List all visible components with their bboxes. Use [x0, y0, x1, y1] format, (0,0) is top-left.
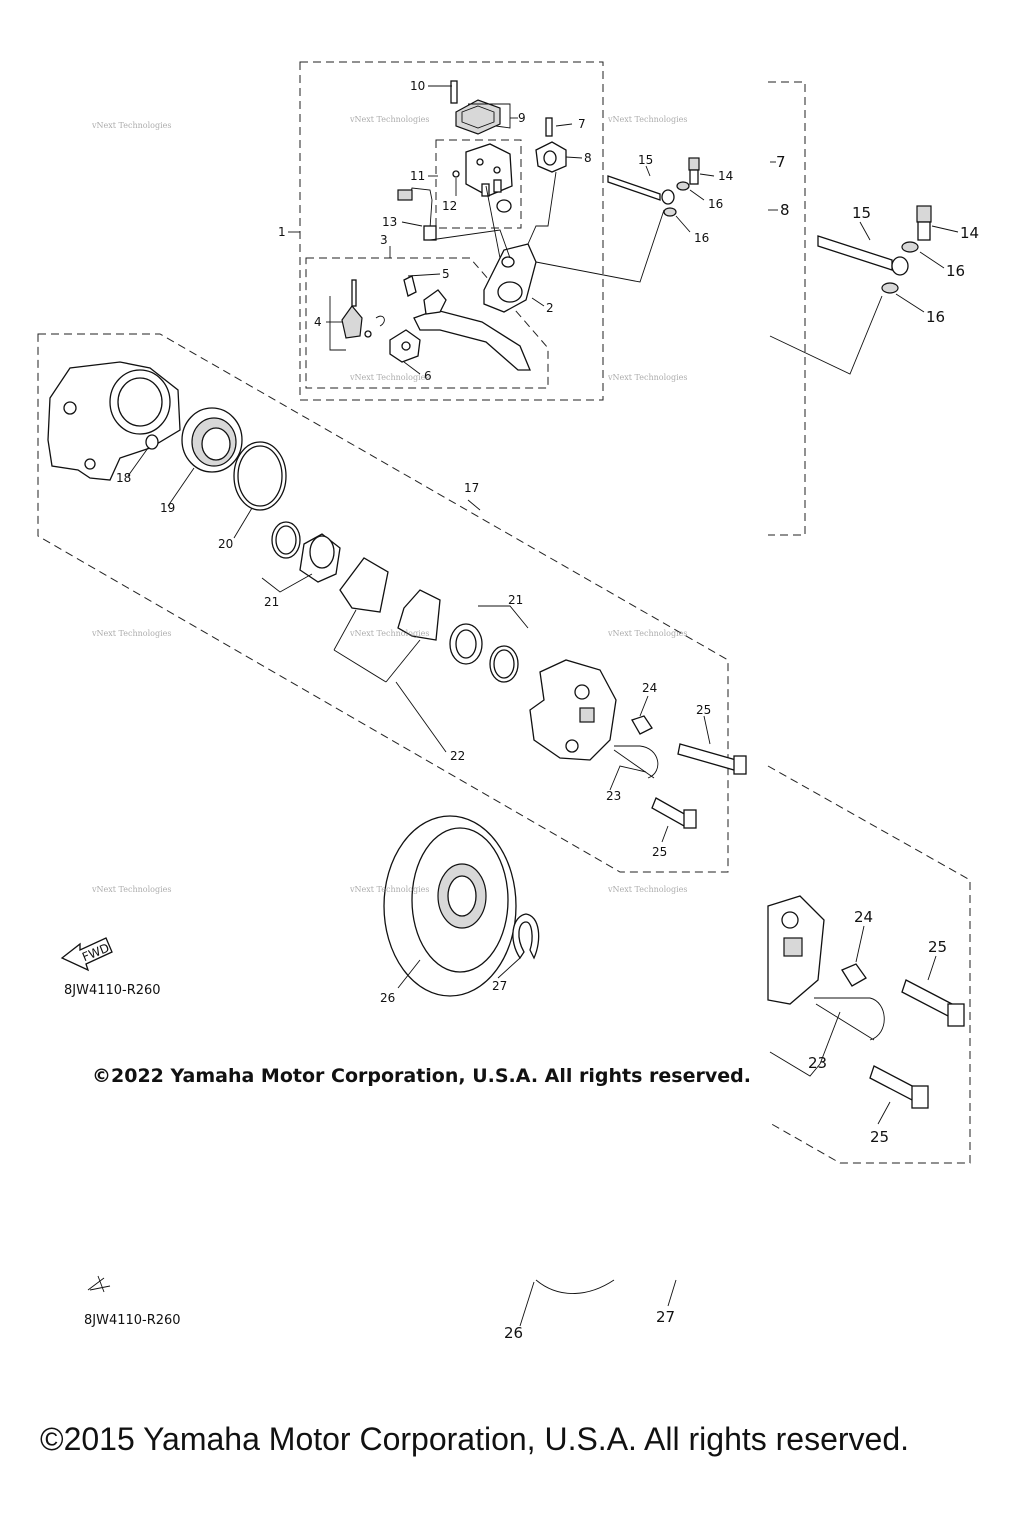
part-number-19: 19: [160, 501, 175, 515]
part-number-16-lower: 16: [694, 231, 709, 245]
fwd-arrow-icon: FWD: [60, 937, 113, 972]
zoom-number-16-lower: 16: [926, 308, 945, 326]
caliper-bolt-lower: [651, 797, 689, 827]
diagram-code-lower: 8JW4110-R260: [84, 1313, 181, 1328]
reservoir-subgroup-box: [435, 139, 522, 229]
watermark-6: vNext Technologies: [91, 629, 171, 638]
part-number-1: 1: [278, 225, 286, 239]
brake-pad-left: [339, 557, 389, 613]
zoom-number-8: 8: [780, 201, 790, 219]
bleeder-screw: [631, 715, 653, 735]
zoom-number-25-upper: 25: [928, 938, 947, 956]
watermark-3: vNext Technologies: [607, 115, 687, 124]
zoom-number-24: 24: [854, 908, 873, 926]
fwd-arrow-partial-icon: [87, 1275, 111, 1293]
part-number-8: 8: [584, 151, 592, 165]
copyright-2015: ©2015 Yamaha Motor Corporation, U.S.A. A…: [40, 1421, 909, 1457]
brake-lever: [413, 309, 531, 371]
part-number-4: 4: [314, 315, 322, 329]
zoom-number-16-upper: 16: [946, 262, 965, 280]
part-number-24: 24: [642, 681, 657, 695]
svg-text:FWD: FWD: [80, 941, 111, 964]
reservoir-o-ring: [496, 199, 512, 213]
circlip: [512, 913, 540, 960]
brake-switch-lead: [409, 187, 433, 229]
part-number-11: 11: [410, 169, 425, 183]
watermark-2: vNext Technologies: [349, 115, 429, 124]
master-cylinder-group-box: [299, 61, 604, 401]
union-bolt: [688, 157, 700, 171]
zoom-number-14: 14: [960, 224, 979, 242]
part-number-21-left: 21: [264, 595, 279, 609]
zoom-union-bolt: [916, 205, 932, 223]
zoom-number-25-lower: 25: [870, 1128, 889, 1146]
zoom-number-7: 7: [776, 153, 786, 171]
watermark-4: vNext Technologies: [349, 373, 429, 382]
part-number-15: 15: [638, 153, 653, 167]
zoom-panel-top-right: [768, 81, 806, 536]
cover-screw: [450, 80, 458, 104]
caliper-bolt-upper: [677, 743, 737, 771]
zoom-number-26: 26: [504, 1324, 523, 1342]
zoom-washer-upper: [901, 241, 919, 253]
zoom-number-15: 15: [852, 204, 871, 222]
brake-switch-connector: [397, 189, 413, 201]
part-number-25-lower: 25: [652, 845, 667, 859]
pad-pin: [613, 745, 659, 779]
lever-pivot-bolt: [403, 275, 417, 297]
part-number-12: 12: [442, 199, 457, 213]
zoom-brake-hose: [817, 235, 893, 271]
brake-hose: [607, 175, 661, 201]
watermark-5: vNext Technologies: [607, 373, 687, 382]
part-number-26: 26: [380, 991, 395, 1005]
watermark-1: vNext Technologies: [91, 121, 171, 130]
watermark-8: vNext Technologies: [607, 629, 687, 638]
watermark-11: vNext Technologies: [607, 885, 687, 894]
brake-switch: [423, 225, 437, 241]
lever-subgroup-box: [305, 257, 549, 389]
part-number-5: 5: [442, 267, 450, 281]
watermark-7: vNext Technologies: [349, 629, 429, 638]
part-number-18: 18: [116, 471, 131, 485]
caliper-seal: [145, 434, 159, 450]
part-number-9: 9: [518, 111, 526, 125]
reservoir-cover: [455, 99, 501, 135]
part-number-22: 22: [450, 749, 465, 763]
part-number-14: 14: [718, 169, 733, 183]
part-number-17: 17: [464, 481, 479, 495]
part-number-16-upper: 16: [708, 197, 723, 211]
copyright-2022: ©2022 Yamaha Motor Corporation, U.S.A. A…: [92, 1065, 751, 1087]
part-number-21-right: 21: [508, 593, 523, 607]
caliper-group-box: [37, 333, 729, 873]
part-number-3: 3: [380, 233, 388, 247]
zoom-panel-bottom-right: [767, 765, 971, 1164]
part-number-2: 2: [546, 301, 554, 315]
watermark-9: vNext Technologies: [91, 885, 171, 894]
brake-pad-right: [397, 589, 441, 641]
part-number-10: 10: [410, 79, 425, 93]
master-cylinder-body: [483, 243, 537, 313]
zoom-number-23: 23: [808, 1054, 827, 1072]
part-number-20: 20: [218, 537, 233, 551]
copper-washer-upper: [676, 181, 690, 191]
zoom-caliper-bolt-lower: [869, 1065, 917, 1101]
watermark-10: vNext Technologies: [349, 885, 429, 894]
lever-adjuster: [341, 305, 363, 339]
zoom-washer-lower: [881, 282, 899, 294]
zoom-pad-pin: [814, 997, 885, 1041]
part-number-7: 7: [578, 117, 586, 131]
holder-bolt: [545, 117, 553, 137]
caliper-bracket: [529, 659, 617, 761]
zoom-number-27: 27: [656, 1308, 675, 1326]
part-number-27: 27: [492, 979, 507, 993]
part-number-23: 23: [606, 789, 621, 803]
part-number-25-upper: 25: [696, 703, 711, 717]
diagram-code-upper: 8JW4110-R260: [64, 983, 161, 998]
part-number-6: 6: [424, 369, 432, 383]
copper-washer-lower: [663, 207, 677, 217]
zoom-bleeder-screw: [841, 963, 867, 987]
zoom-caliper-bolt-upper: [901, 979, 953, 1017]
part-number-13: 13: [382, 215, 397, 229]
